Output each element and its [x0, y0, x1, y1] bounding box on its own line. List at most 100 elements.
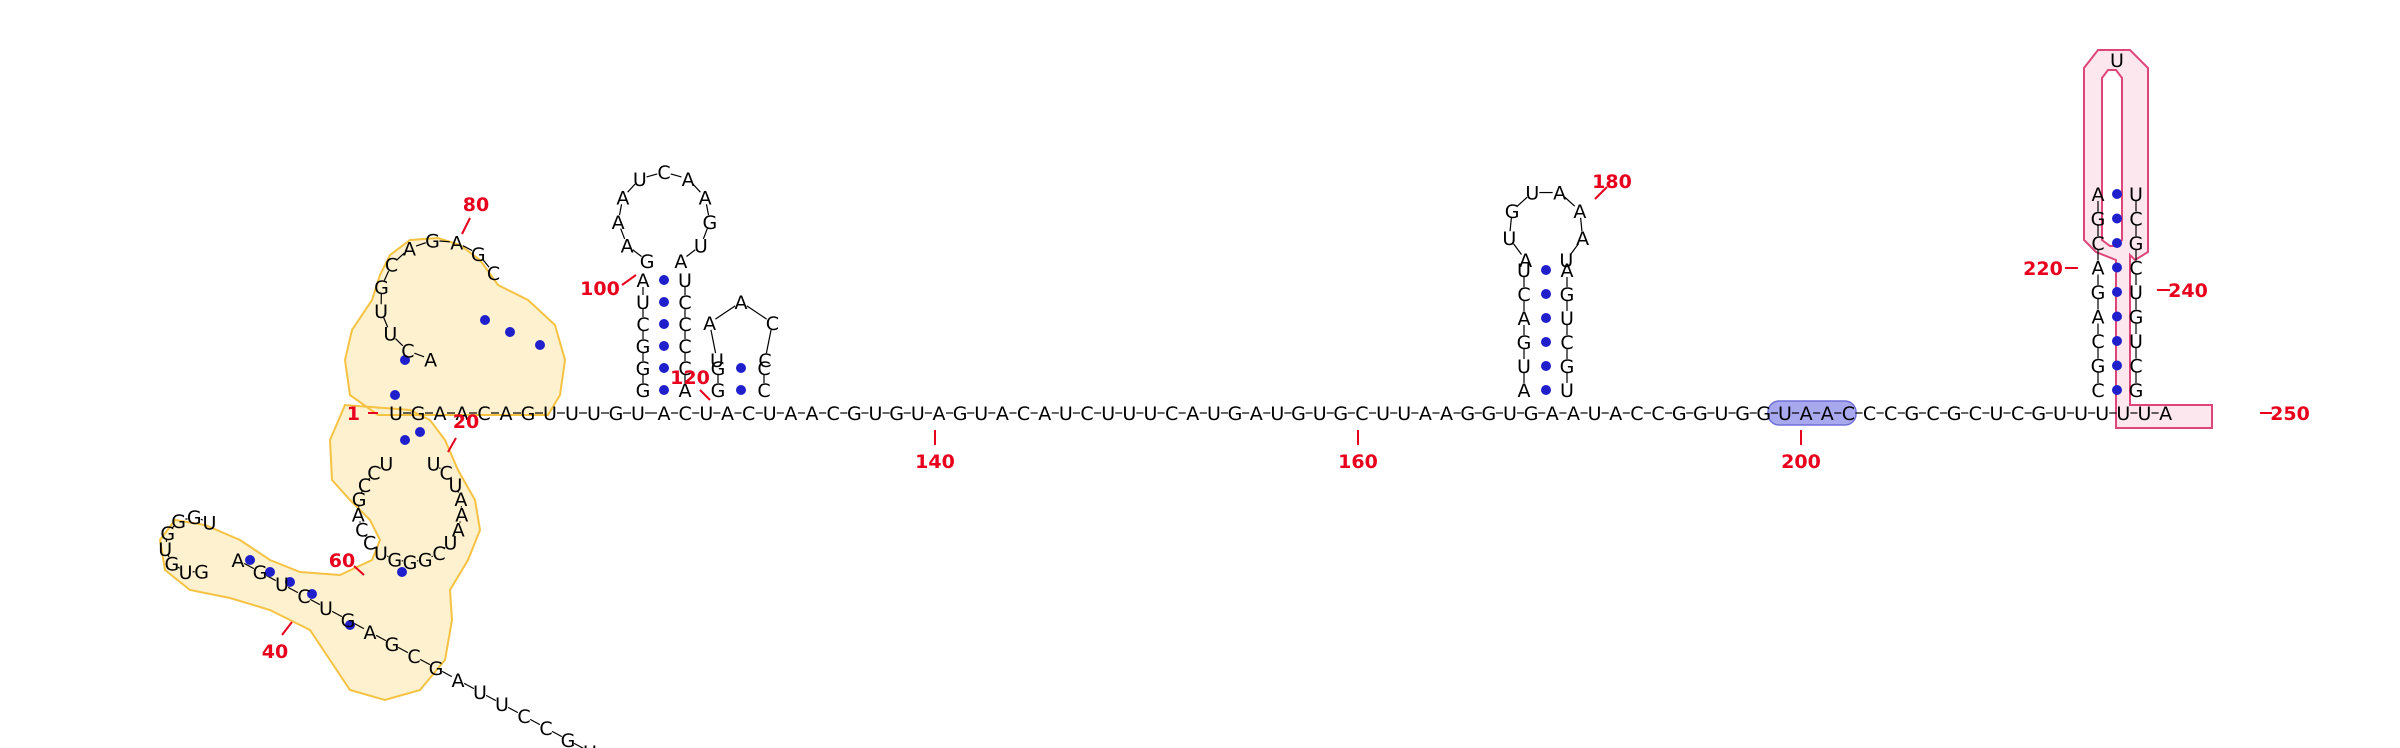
backbone-nucleotide: C — [1651, 403, 1664, 425]
backbone-link — [507, 706, 519, 714]
backbone-nucleotide: U — [587, 403, 601, 425]
domain-nucleotide: A — [450, 232, 463, 254]
domain-nucleotide: U — [443, 533, 457, 555]
loop-nucleotide: G — [1505, 201, 1520, 223]
backbone-link — [331, 610, 343, 618]
stem-nucleotide: G — [1560, 284, 1575, 306]
backbone-nucleotide: U — [2074, 403, 2088, 425]
backbone-link — [551, 730, 563, 738]
position-label-140: 140 — [915, 451, 955, 473]
backbone-nucleotide: G — [1333, 403, 1348, 425]
domain-nucleotide: U — [202, 512, 216, 534]
domain-nucleotide: C — [487, 263, 500, 285]
domain-nucleotide: C — [358, 475, 371, 497]
stem-nucleotide: G — [636, 358, 651, 380]
base-pair-dot — [390, 390, 400, 400]
backbone-nucleotide: G — [1524, 403, 1539, 425]
loop-nucleotide: A — [703, 313, 716, 335]
backbone-link — [692, 183, 701, 193]
backbone-link — [172, 525, 175, 529]
position-label-40: 40 — [262, 641, 288, 663]
backbone-link — [415, 242, 427, 247]
backbone-nucleotide: U — [1270, 403, 1284, 425]
stem-nucleotide: U — [2129, 282, 2143, 304]
stem-nucleotide: A — [2092, 184, 2105, 206]
domain-nucleotide: U — [449, 475, 463, 497]
backbone-link — [485, 694, 497, 702]
stem-nucleotide: G — [2129, 380, 2144, 402]
base-pair-dot — [659, 297, 669, 307]
backbone-link — [309, 598, 321, 606]
base-pair-dot — [659, 363, 669, 373]
backbone-nucleotide: A — [1250, 403, 1263, 425]
backbone-nucleotide: C — [1017, 403, 1030, 425]
base-pair-dot — [2112, 213, 2122, 224]
backbone-link — [646, 173, 658, 178]
stem-nucleotide: C — [678, 292, 691, 314]
base-pair-dot — [736, 385, 746, 395]
stem-nucleotide: A — [2092, 307, 2105, 329]
backbone-link — [438, 467, 441, 470]
loop-nucleotide: G — [640, 251, 655, 273]
base-pair-dot — [245, 555, 255, 565]
base-pair-dot — [659, 319, 669, 329]
domain-nucleotide: U — [374, 301, 388, 323]
tick-80 — [461, 217, 471, 235]
stem-nucleotide: G — [636, 336, 651, 358]
backbone-link — [439, 240, 450, 243]
base-pair-dot — [2112, 311, 2122, 322]
domain-nucleotide: G — [171, 511, 186, 533]
base-pair-dot — [505, 327, 515, 337]
base-pair-dot — [480, 315, 490, 325]
backbone-nucleotide: C — [679, 403, 692, 425]
domain-nucleotide: C — [432, 543, 445, 565]
domain-nucleotide: C — [401, 341, 414, 363]
backbone-link — [1509, 217, 1512, 232]
stem-nucleotide: C — [2129, 209, 2142, 231]
base-pair-dot — [2112, 336, 2122, 346]
backbone-nucleotide: U — [1715, 403, 1729, 425]
backbone-link — [618, 204, 623, 216]
domain-nucleotide: C — [517, 706, 530, 728]
loop-nucleotide: A — [699, 187, 712, 209]
base-pair-dot — [2112, 287, 2122, 297]
backbone-nucleotide: U — [1059, 403, 1073, 425]
domain-nucleotide: G — [471, 244, 486, 266]
backbone-link — [368, 477, 371, 480]
backbone-link — [529, 718, 541, 726]
backbone-nucleotide: C — [1842, 403, 1855, 425]
loop-nucleotide: U — [1502, 228, 1516, 250]
backbone-nucleotide: G — [1904, 403, 1919, 425]
domain-nucleotide: G — [194, 562, 209, 584]
backbone-link — [449, 477, 452, 480]
domain-nucleotide: A — [364, 622, 377, 644]
base-pair-dot — [400, 355, 410, 365]
stem-nucleotide: U — [1517, 356, 1531, 378]
loop-nucleotide: U — [633, 169, 647, 191]
backbone-nucleotide: U — [869, 403, 883, 425]
backbone-link — [686, 249, 696, 257]
position-label-1: 1 — [347, 403, 360, 425]
base-pair-dot — [535, 340, 545, 350]
backbone-nucleotide: G — [1291, 403, 1306, 425]
highlight-regions — [158, 49, 2213, 702]
tick-180 — [1594, 186, 1608, 200]
backbone-nucleotide: U — [763, 403, 777, 425]
stem-nucleotide: U — [2129, 331, 2143, 353]
backbone-link — [374, 547, 377, 549]
domain-nucleotide: A — [452, 670, 465, 692]
domain-nucleotide: A — [403, 238, 416, 260]
stem-nucleotide: A — [1518, 308, 1531, 330]
stem-nucleotide: C — [2091, 380, 2104, 402]
stem-nucleotide: U — [636, 292, 650, 314]
base-pair-dot — [2112, 262, 2122, 273]
backbone-nucleotide: U — [1122, 403, 1136, 425]
backbone-nucleotide: G — [953, 403, 968, 425]
backbone-link — [746, 305, 767, 320]
domain-nucleotide: A — [352, 505, 365, 527]
domain-nucleotide: U — [374, 543, 388, 565]
backbone-nucleotide: A — [1440, 403, 1453, 425]
domain-nucleotide: G — [418, 550, 433, 572]
base-pair-dot — [307, 589, 317, 599]
domain-nucleotide: A — [452, 519, 465, 541]
